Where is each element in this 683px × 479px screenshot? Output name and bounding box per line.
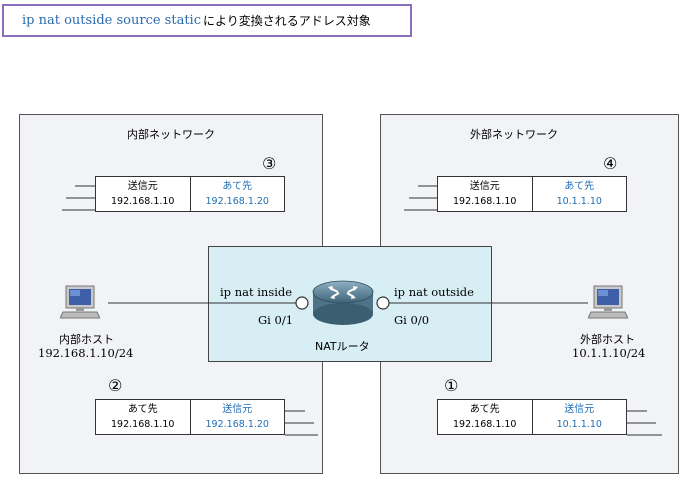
packet-2-source-address: 192.168.1.20 <box>205 419 269 430</box>
packet-3-source-address: 192.168.1.10 <box>111 196 175 207</box>
packet-4-source-label: 送信元 <box>469 181 500 192</box>
packet-1-source-label: 送信元 <box>564 404 595 415</box>
packet-3-destination: あて先 192.168.1.20 <box>191 177 285 211</box>
packet-1-destination-address: 192.168.1.10 <box>453 419 517 430</box>
packet-2-destination-label: あて先 <box>127 404 158 415</box>
inside-host-name: 内部ホスト <box>59 333 114 346</box>
step-4-marker: ④ <box>603 154 618 173</box>
packet-3: 送信元 192.168.1.10 あて先 192.168.1.20 <box>95 176 285 212</box>
inside-interface-name: Gi 0/1 <box>258 313 294 327</box>
packet-4-source: 送信元 192.168.1.10 <box>438 177 533 211</box>
outside-interface-name: Gi 0/0 <box>394 313 430 327</box>
packet-3-destination-address: 192.168.1.20 <box>205 196 269 207</box>
inside-interface-command: ip nat inside <box>220 285 293 299</box>
title-description: により変換されるアドレス対象 <box>203 14 371 28</box>
packet-2-source-label: 送信元 <box>222 404 253 415</box>
packet-4: 送信元 192.168.1.10 あて先 10.1.1.10 <box>437 176 627 212</box>
diagram-title: ip nat outside source static により変換されるアドレ… <box>2 4 412 37</box>
outside-host-name: 外部ホスト <box>580 333 635 346</box>
router-icon <box>312 280 374 325</box>
outside-network-label: 外部ネットワーク <box>470 128 558 141</box>
inside-network-label: 内部ネットワーク <box>127 128 215 141</box>
packet-2-source: 送信元 192.168.1.20 <box>191 400 285 434</box>
step-3-marker: ③ <box>262 154 277 173</box>
outside-host-address: 10.1.1.10/24 <box>572 346 646 360</box>
step-2-marker: ② <box>108 376 123 395</box>
packet-1-destination-label: あて先 <box>469 404 500 415</box>
packet-4-source-address: 192.168.1.10 <box>453 196 517 207</box>
packet-3-source-label: 送信元 <box>127 181 158 192</box>
packet-2-destination: あて先 192.168.1.10 <box>96 400 191 434</box>
packet-2-destination-address: 192.168.1.10 <box>111 419 175 430</box>
pc-icon <box>60 285 100 319</box>
packet-1-source: 送信元 10.1.1.10 <box>533 400 627 434</box>
outside-interface-command: ip nat outside <box>394 285 474 299</box>
packet-1: あて先 192.168.1.10 送信元 10.1.1.10 <box>437 399 627 435</box>
packet-4-destination-address: 10.1.1.10 <box>556 196 602 207</box>
inside-host-address: 192.168.1.10/24 <box>38 346 134 360</box>
router-name: NATルータ <box>315 340 370 353</box>
pc-icon <box>588 285 628 319</box>
packet-4-destination-label: あて先 <box>564 181 595 192</box>
packet-3-destination-label: あて先 <box>222 181 253 192</box>
title-command: ip nat outside source static <box>22 13 201 28</box>
step-1-marker: ① <box>444 376 459 395</box>
packet-1-source-address: 10.1.1.10 <box>556 419 602 430</box>
packet-4-destination: あて先 10.1.1.10 <box>533 177 627 211</box>
packet-1-destination: あて先 192.168.1.10 <box>438 400 533 434</box>
packet-3-source: 送信元 192.168.1.10 <box>96 177 191 211</box>
packet-2: あて先 192.168.1.10 送信元 192.168.1.20 <box>95 399 285 435</box>
